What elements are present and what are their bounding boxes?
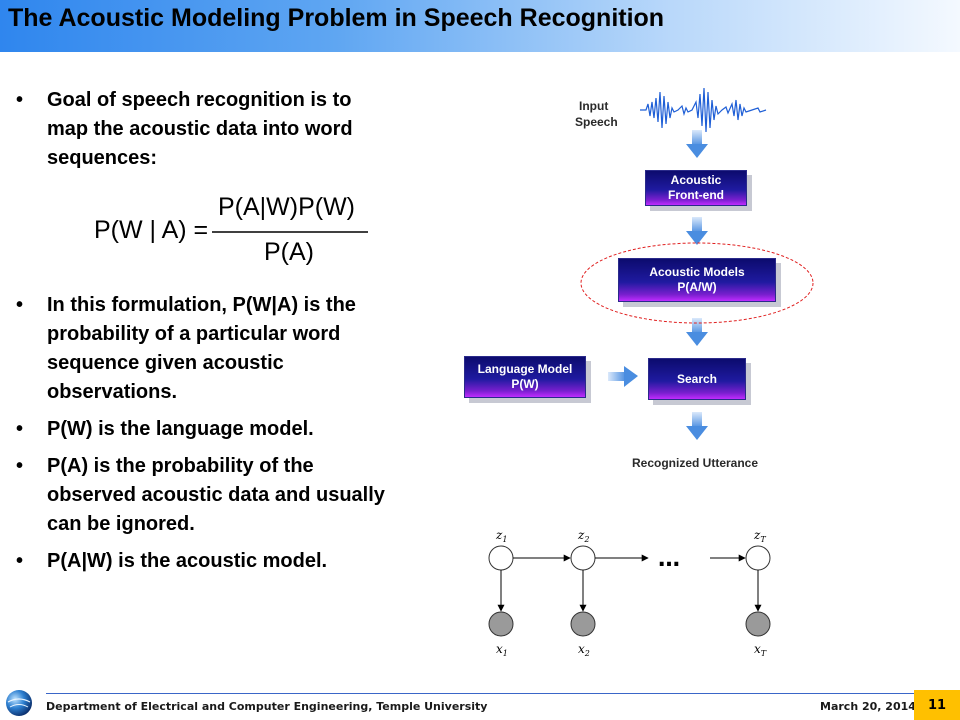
footer-divider — [46, 693, 914, 694]
hidden-state-1 — [488, 545, 514, 571]
footer-date: March 20, 2014 — [820, 700, 916, 713]
bullet-formulation: In this formulation, P(W|A) is the proba… — [16, 291, 391, 407]
obs-label-t: xT — [754, 642, 767, 658]
title-bar: The Acoustic Modeling Problem in Speech … — [0, 0, 960, 52]
bullet-list: Goal of speech recognition is to map the… — [16, 86, 391, 576]
flow-arrow-1 — [686, 130, 708, 158]
search-label: Search — [676, 371, 718, 386]
formula-numerator: P(A|W)P(W) — [218, 193, 355, 221]
observation-2 — [570, 611, 596, 637]
flow-arrow-4 — [686, 412, 708, 440]
input-label-line1: Input — [579, 99, 609, 113]
language-model-box: Language Model P(W) — [464, 356, 586, 398]
obs-label-1: x1 — [496, 642, 508, 658]
input-speech-label: Input Speech — [575, 98, 618, 130]
hidden-state-t — [745, 545, 771, 571]
state-label-2: z2 — [577, 528, 589, 544]
bullet-acoustic-model: P(A|W) is the acoustic model. — [16, 547, 391, 576]
slide-title: The Acoustic Modeling Problem in Speech … — [8, 4, 665, 32]
hmm-diagram: z1 z2 zT x1 x2 xT … — [488, 528, 771, 658]
pipeline-diagram — [580, 87, 814, 440]
input-label-line2: Speech — [575, 115, 618, 129]
language-model-line1: Language Model — [477, 362, 573, 376]
hidden-state-2 — [570, 545, 596, 571]
acoustic-front-end-box: Acoustic Front-end — [645, 170, 747, 206]
acoustic-models-line2: P(A/W) — [677, 280, 717, 294]
state-label-1: z1 — [495, 528, 507, 544]
formula-denominator: P(A) — [264, 238, 314, 266]
recognized-utterance-label: Recognized Utterance — [632, 456, 759, 470]
flow-arrow-3 — [686, 318, 708, 346]
flow-arrow-horizontal — [608, 366, 638, 387]
footer-department: Department of Electrical and Computer En… — [46, 700, 488, 713]
acoustic-models-box: Acoustic Models P(A/W) — [618, 258, 776, 302]
observation-1 — [488, 611, 514, 637]
bullet-language-model: P(W) is the language model. — [16, 415, 391, 444]
university-logo — [6, 690, 32, 716]
language-model-line2: P(W) — [511, 377, 539, 391]
formula-lhs: P(W | A) = — [94, 216, 208, 244]
acoustic-models-line1: Acoustic Models — [649, 265, 745, 279]
ellipsis: … — [658, 547, 680, 572]
bayes-formula: P(W | A) = P(A|W)P(W) P(A) — [94, 193, 368, 266]
speech-waveform — [640, 87, 767, 133]
obs-label-2: x2 — [578, 642, 590, 658]
flow-arrow-2 — [686, 217, 708, 245]
page-number: 11 — [914, 690, 960, 720]
front-end-line2: Front-end — [668, 188, 724, 202]
bullet-acoustic-probability: P(A) is the probability of the observed … — [16, 452, 391, 539]
bullet-goal: Goal of speech recognition is to map the… — [16, 86, 391, 173]
observation-t — [745, 611, 771, 637]
search-box: Search — [648, 358, 746, 400]
state-label-t: zT — [753, 528, 766, 544]
highlight-ellipse — [580, 242, 814, 324]
front-end-line1: Acoustic — [670, 173, 722, 187]
